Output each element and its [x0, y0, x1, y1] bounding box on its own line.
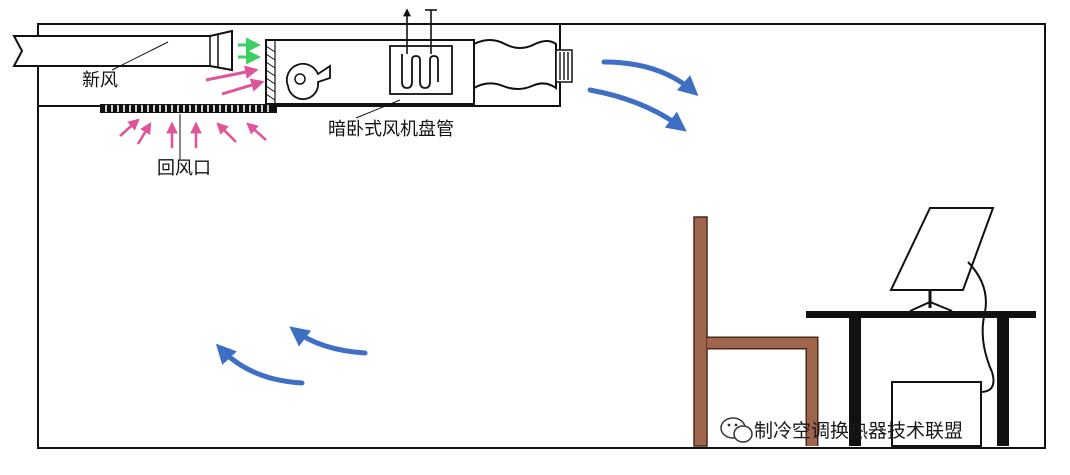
return-air-grille: [100, 104, 277, 113]
supply-air-grille: [555, 49, 573, 83]
room-air-arrows: [215, 326, 368, 386]
monitor-cable: [967, 261, 995, 393]
coil-pipes: [403, 8, 437, 54]
fresh-air-duct: [12, 29, 233, 72]
chair: [693, 216, 819, 447]
return-air-arrows-lower: [119, 118, 267, 148]
watermark: 制冷空调换热器技术联盟: [720, 417, 963, 443]
monitor-icon: [889, 207, 995, 312]
computer-case-icon: [891, 381, 982, 447]
wechat-logo-icon: [720, 417, 753, 443]
supply-air-arrows: [587, 59, 699, 132]
watermark-text: 制冷空调换热器技术联盟: [754, 420, 963, 442]
desk: [806, 311, 1036, 446]
fan-coil-leader: [355, 99, 401, 119]
return-air-arrows-upper: [205, 65, 265, 96]
heat-exchanger-coil-icon: [389, 45, 453, 95]
fan-coil-label: 暗卧式风机盘管: [328, 119, 454, 140]
fresh-air-label: 新风: [82, 70, 118, 91]
flexible-connector: [473, 39, 557, 90]
blower-icon: [285, 62, 331, 101]
fresh-air-arrows: [238, 37, 261, 65]
return-air-label: 回风口: [157, 158, 211, 179]
